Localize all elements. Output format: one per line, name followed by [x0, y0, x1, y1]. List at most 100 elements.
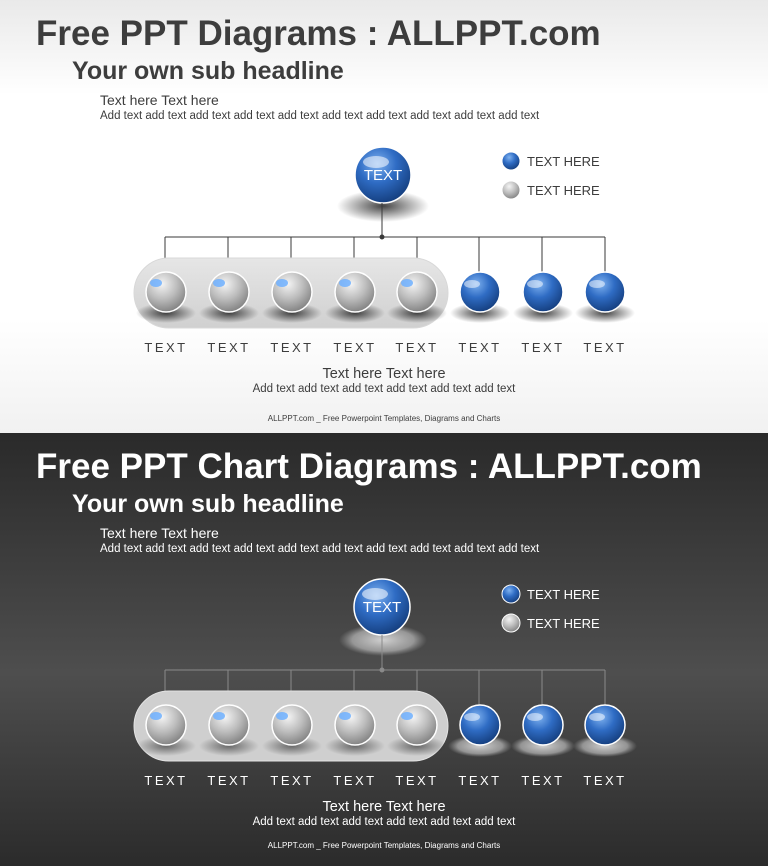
node-label: TEXT [207, 340, 250, 355]
body-heading: Text here Text here [100, 525, 219, 541]
node-8: TEXT [573, 704, 637, 788]
gray-ball-icon [145, 271, 187, 313]
blue-ball-icon [584, 271, 626, 313]
node-shadow [511, 735, 575, 757]
node-3: TEXT [262, 271, 322, 355]
node-label: TEXT [395, 773, 438, 788]
footer-credit: ALLPPT.com _ Free Powerpoint Templates, … [267, 841, 501, 850]
root-highlight [362, 588, 388, 600]
slide-title: Free PPT Diagrams : ALLPPT.com [36, 14, 601, 53]
node-shadow [448, 735, 512, 757]
legend-item-blue: TEXT HERE [527, 154, 600, 169]
node-label: TEXT [144, 773, 187, 788]
gray-ball-icon [145, 704, 187, 746]
node-shadow [450, 303, 510, 323]
caption-text: Add text add text add text add text add … [252, 816, 516, 828]
legend-item-gray: TEXT HERE [527, 183, 600, 198]
hierarchy-diagram: TEXT TEXT HERE TEXT HERE [133, 146, 635, 355]
node-shadow [262, 303, 322, 323]
node-shadow [262, 736, 322, 756]
blue-ball-icon [522, 271, 564, 313]
caption-heading: Text here Text here [322, 799, 446, 815]
slide-dark: Free PPT Chart Diagrams : ALLPPT.com You… [0, 433, 768, 866]
ball-glint [150, 712, 162, 720]
node-shadow [387, 303, 447, 323]
body-text: Add text add text add text add text add … [100, 110, 540, 122]
legend: TEXT HERE TEXT HERE [501, 151, 600, 200]
gray-ball-icon [334, 271, 376, 313]
ball-glint [339, 279, 351, 287]
node-label: TEXT [144, 340, 187, 355]
node-2: TEXT [199, 704, 259, 788]
footer-credit: ALLPPT.com _ Free Powerpoint Templates, … [267, 414, 501, 423]
node-row: TEXT TEXT TEXT TEXT [136, 704, 637, 788]
slide-subtitle: Your own sub headline [72, 490, 344, 518]
node-5: TEXT [387, 704, 447, 788]
body-text: Add text add text add text add text add … [100, 543, 540, 555]
node-label: TEXT [270, 340, 313, 355]
node-1: TEXT [136, 271, 196, 355]
body-heading: Text here Text here [100, 92, 219, 108]
root-label: TEXT [363, 599, 401, 616]
node-shadow [513, 303, 573, 323]
ball-glint [276, 712, 288, 720]
node-2: TEXT [199, 271, 259, 355]
slide-light: Free PPT Diagrams : ALLPPT.com Your own … [0, 0, 768, 433]
slide-subtitle: Your own sub headline [72, 57, 344, 85]
ball-glint [213, 712, 225, 720]
ball-glint [527, 280, 543, 288]
node-4: TEXT [325, 271, 385, 355]
caption-text: Add text add text add text add text add … [252, 383, 516, 395]
connector-junction [379, 234, 385, 240]
gray-ball-icon [208, 271, 250, 313]
legend-item-blue: TEXT HERE [527, 587, 600, 602]
caption-heading: Text here Text here [322, 366, 446, 382]
node-6: TEXT [450, 271, 510, 355]
gray-ball-icon [334, 704, 376, 746]
node-label: TEXT [333, 773, 376, 788]
ball-glint [401, 712, 413, 720]
node-label: TEXT [583, 773, 626, 788]
slide-title: Free PPT Chart Diagrams : ALLPPT.com [36, 447, 702, 486]
node-label: TEXT [207, 773, 250, 788]
node-6: TEXT [448, 704, 512, 788]
blue-ball-icon [459, 271, 501, 313]
ball-glint [276, 279, 288, 287]
node-shadow [325, 736, 385, 756]
blue-ball-icon [459, 704, 501, 746]
ball-glint [464, 713, 480, 721]
node-7: TEXT [513, 271, 573, 355]
node-shadow [199, 736, 259, 756]
legend-blue-ball-icon [501, 584, 521, 604]
ball-glint [213, 279, 225, 287]
gray-ball-icon [271, 271, 313, 313]
node-1: TEXT [136, 704, 196, 788]
ball-glint [589, 280, 605, 288]
node-shadow [387, 736, 447, 756]
gray-ball-icon [271, 704, 313, 746]
gray-ball-icon [208, 704, 250, 746]
legend-gray-ball-icon [501, 180, 521, 200]
gray-ball-icon [396, 704, 438, 746]
ball-glint [589, 713, 605, 721]
root-shadow [339, 624, 427, 656]
node-shadow [199, 303, 259, 323]
legend-blue-ball-icon [501, 151, 521, 171]
node-label: TEXT [458, 773, 501, 788]
connector-junction [379, 667, 385, 673]
ball-glint [464, 280, 480, 288]
node-row: TEXT TEXT TEXT TEXT [136, 271, 635, 355]
root-node: TEXT [337, 146, 429, 222]
node-shadow [136, 303, 196, 323]
ball-glint [150, 279, 162, 287]
ball-glint [339, 712, 351, 720]
node-label: TEXT [395, 340, 438, 355]
node-label: TEXT [458, 340, 501, 355]
node-shadow [136, 736, 196, 756]
node-label: TEXT [521, 773, 564, 788]
ball-glint [401, 279, 413, 287]
node-shadow [325, 303, 385, 323]
node-4: TEXT [325, 704, 385, 788]
ball-glint [527, 713, 543, 721]
node-3: TEXT [262, 704, 322, 788]
